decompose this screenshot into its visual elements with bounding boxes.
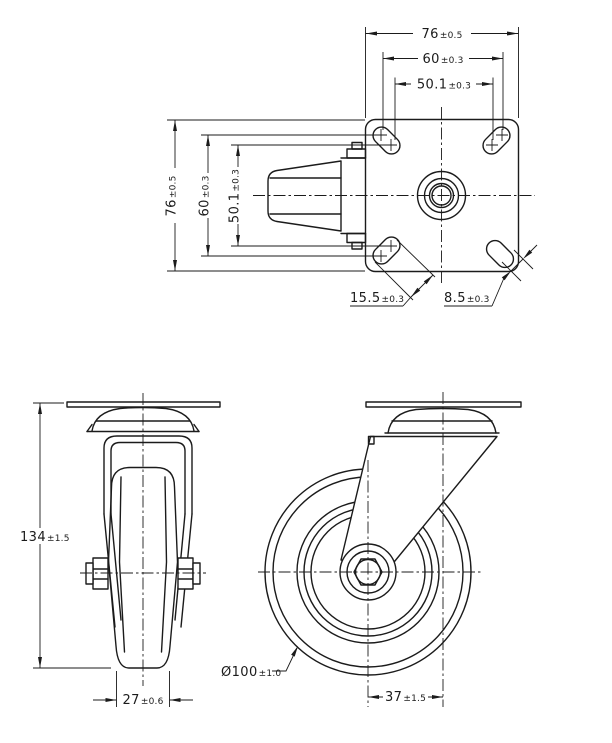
slot-top-left (372, 126, 401, 155)
top-view-dimensions: 76±0.5 60±0.3 50.1±0.3 76±0.5 60±0.3 50.… (164, 26, 538, 307)
front-wheel (107, 466, 179, 669)
side-swivel-head (384, 407, 500, 434)
dim-slot-width: 8.5±0.3 (444, 291, 490, 306)
slot-width-dimension (444, 244, 538, 307)
dim-bolt-span-50-v: 50.1±0.3 (228, 169, 243, 223)
dim-bolt-span-60-v: 60±0.3 (198, 176, 213, 217)
front-plate-edge (66, 401, 221, 408)
slot-bottom-left (372, 236, 401, 265)
front-axle-nuts (85, 557, 201, 590)
side-plate-edge (365, 401, 522, 408)
dim-bolt-span-50-h: 50.1±0.3 (417, 78, 471, 93)
side-view-caster (258, 392, 522, 707)
slot-bottom-right (485, 239, 515, 269)
dim-wheel-diameter: Ø100±1.0 (221, 665, 281, 680)
front-view-dimensions: 134±1.5 27±0.6 (19, 402, 193, 708)
dim-slot-length: 15.5±0.3 (350, 291, 404, 306)
dim-overall-height: 134±1.5 (20, 530, 70, 545)
dim-plate-width: 76±0.5 (422, 27, 463, 42)
front-view-caster (66, 393, 221, 686)
dim-tread-width: 27±0.6 (123, 693, 164, 708)
bolt-slots (372, 126, 515, 269)
bolt-pattern-crosses (375, 129, 508, 262)
slot-top-right (482, 126, 511, 155)
side-view-dimensions: Ø100±1.0 37±1.5 (221, 646, 443, 705)
wheel-diameter-leader: Ø100±1.0 (221, 646, 298, 680)
front-fork (103, 435, 193, 628)
dim-swivel-offset: 37±1.5 (385, 690, 426, 705)
dim-bolt-span-60-h: 60±0.3 (423, 52, 464, 67)
dim-plate-height: 76±0.5 (165, 176, 180, 217)
slot-length-dimension (350, 239, 436, 307)
